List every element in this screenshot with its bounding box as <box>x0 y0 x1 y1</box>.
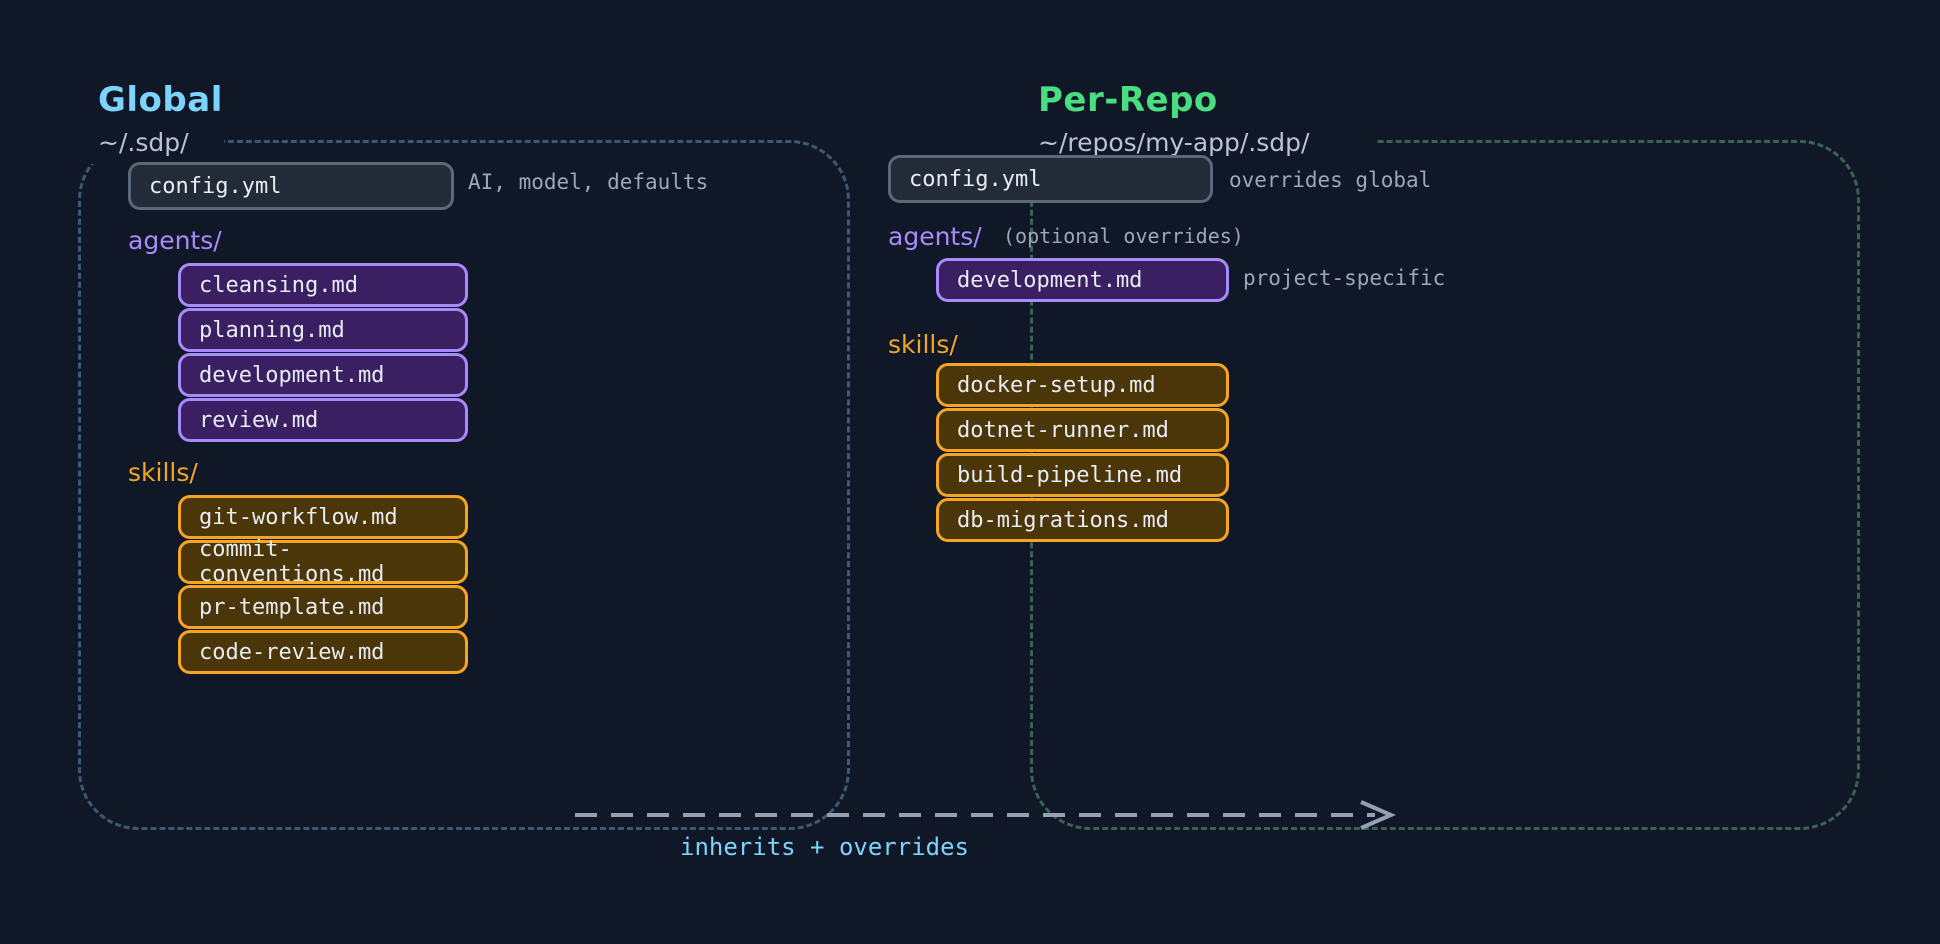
global-agent-file-cleansing[interactable]: cleansing.md <box>178 263 468 307</box>
repo-panel-title: Per-Repo <box>1038 80 1218 120</box>
global-config-file[interactable]: config.yml <box>128 162 454 210</box>
flow-arrow-head <box>1360 800 1397 830</box>
repo-skill-file-dotnet-runner[interactable]: dotnet-runner.md <box>936 408 1229 452</box>
repo-panel-path: ~/repos/my-app/.sdp/ <box>1038 128 1310 157</box>
flow-arrow-label: inherits + overrides <box>680 833 969 861</box>
global-panel-boundary <box>78 140 850 830</box>
global-panel-path: ~/.sdp/ <box>98 128 189 157</box>
global-agent-file-review[interactable]: review.md <box>178 398 468 442</box>
repo-skill-file-build-pipeline[interactable]: build-pipeline.md <box>936 453 1229 497</box>
repo-agents-section-note: (optional overrides) <box>1003 224 1244 248</box>
repo-agent-file-development[interactable]: development.md <box>936 258 1229 302</box>
global-config-annotation: AI, model, defaults <box>468 170 709 194</box>
global-skill-file-code-review[interactable]: code-review.md <box>178 630 468 674</box>
repo-agent-annotation: project-specific <box>1243 266 1446 290</box>
global-agent-file-planning[interactable]: planning.md <box>178 308 468 352</box>
repo-config-file[interactable]: config.yml <box>888 155 1213 203</box>
repo-skill-file-docker-setup[interactable]: docker-setup.md <box>936 363 1229 407</box>
repo-skills-section-label: skills/ <box>888 330 958 359</box>
global-agent-file-development[interactable]: development.md <box>178 353 468 397</box>
repo-skill-file-db-migrations[interactable]: db-migrations.md <box>936 498 1229 542</box>
global-skill-file-pr-template[interactable]: pr-template.md <box>178 585 468 629</box>
global-skill-file-commit-conventions[interactable]: commit-conventions.md <box>178 537 468 587</box>
repo-config-annotation: overrides global <box>1229 168 1432 192</box>
repo-agents-section-label: agents/ <box>888 222 982 251</box>
global-skill-file-git-workflow[interactable]: git-workflow.md <box>178 495 468 539</box>
global-skills-section-label: skills/ <box>128 458 198 487</box>
global-panel-title: Global <box>98 80 223 120</box>
global-header-mask <box>84 118 224 164</box>
global-agents-section-label: agents/ <box>128 226 222 255</box>
inherits-flow-arrow <box>575 800 1397 830</box>
